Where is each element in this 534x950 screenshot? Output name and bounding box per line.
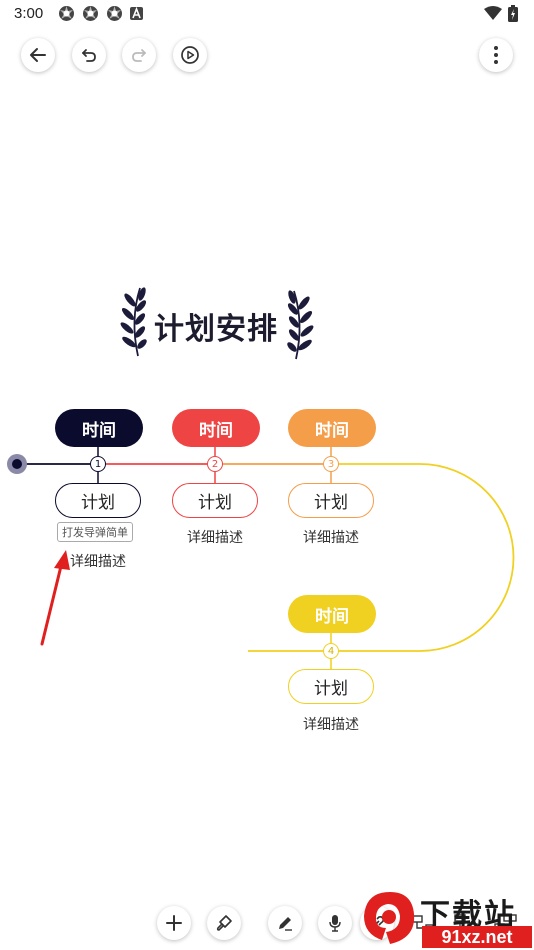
system-icons [484, 5, 518, 22]
timeline-time-pill-2[interactable]: 时间 [172, 409, 260, 447]
laurel-left-icon [120, 287, 147, 357]
page-title[interactable]: 计划安排 [154, 312, 278, 347]
timeline-plan-pill-2[interactable]: 计划 [172, 483, 258, 518]
font-a-icon [130, 7, 143, 20]
pencil-icon [279, 917, 292, 931]
timeline-time-pill-3[interactable]: 时间 [288, 409, 376, 447]
text-suggestion-tooltip[interactable]: 打发导弹简单 [57, 522, 133, 542]
notification-app-icon [59, 6, 74, 21]
battery-icon [508, 5, 518, 22]
timeline-node-3[interactable]: 3 [323, 456, 339, 472]
timeline-plan-pill-4[interactable]: 计划 [288, 669, 374, 704]
timeline-plan-pill-1[interactable]: 计划 [55, 483, 141, 518]
watermark-logo-icon [364, 892, 415, 944]
microphone-button[interactable] [318, 906, 352, 940]
timeline-desc-4[interactable]: 详细描述 [303, 717, 359, 733]
format-painter-icon [216, 915, 232, 931]
play-circle-icon [181, 46, 199, 64]
timeline-node-2[interactable]: 2 [207, 456, 223, 472]
timeline-desc-3[interactable]: 详细描述 [303, 530, 359, 546]
undo-icon [82, 49, 96, 62]
status-bar: 3:00 [0, 0, 534, 28]
timeline-plan-pill-3[interactable]: 计划 [288, 483, 374, 518]
timeline-start-handle[interactable] [7, 454, 27, 474]
timeline-node-1[interactable]: 1 [90, 456, 106, 472]
annotation-arrow-icon [40, 550, 70, 646]
timeline-time-pill-4[interactable]: 时间 [288, 595, 376, 633]
notification-icons [58, 5, 143, 22]
pen-button[interactable] [268, 906, 302, 940]
site-watermark: 下载站 91xz.net [360, 888, 534, 950]
play-button[interactable] [173, 38, 207, 72]
watermark-text-domain: 91xz.net [422, 926, 532, 948]
more-vertical-icon [494, 46, 498, 64]
timeline-node-4[interactable]: 4 [323, 643, 339, 659]
redo-icon [132, 49, 146, 62]
microphone-icon [329, 915, 341, 932]
add-button[interactable] [157, 906, 191, 940]
plus-icon [166, 915, 182, 931]
more-options-button[interactable] [479, 38, 513, 72]
wifi-icon [484, 6, 502, 20]
arrow-left-icon [30, 48, 46, 62]
timeline-desc-1[interactable]: 详细描述 [70, 554, 126, 570]
timeline-time-pill-1[interactable]: 时间 [55, 409, 143, 447]
status-time: 3:00 [14, 5, 44, 22]
laurel-right-icon [287, 290, 314, 360]
redo-button[interactable] [122, 38, 156, 72]
format-brush-button[interactable] [207, 906, 241, 940]
notification-app-icon [107, 6, 122, 21]
timeline-desc-2[interactable]: 详细描述 [187, 530, 243, 546]
undo-button[interactable] [72, 38, 106, 72]
timeline-start-dot [12, 459, 22, 469]
notification-app-icon [83, 6, 98, 21]
back-button[interactable] [21, 38, 55, 72]
